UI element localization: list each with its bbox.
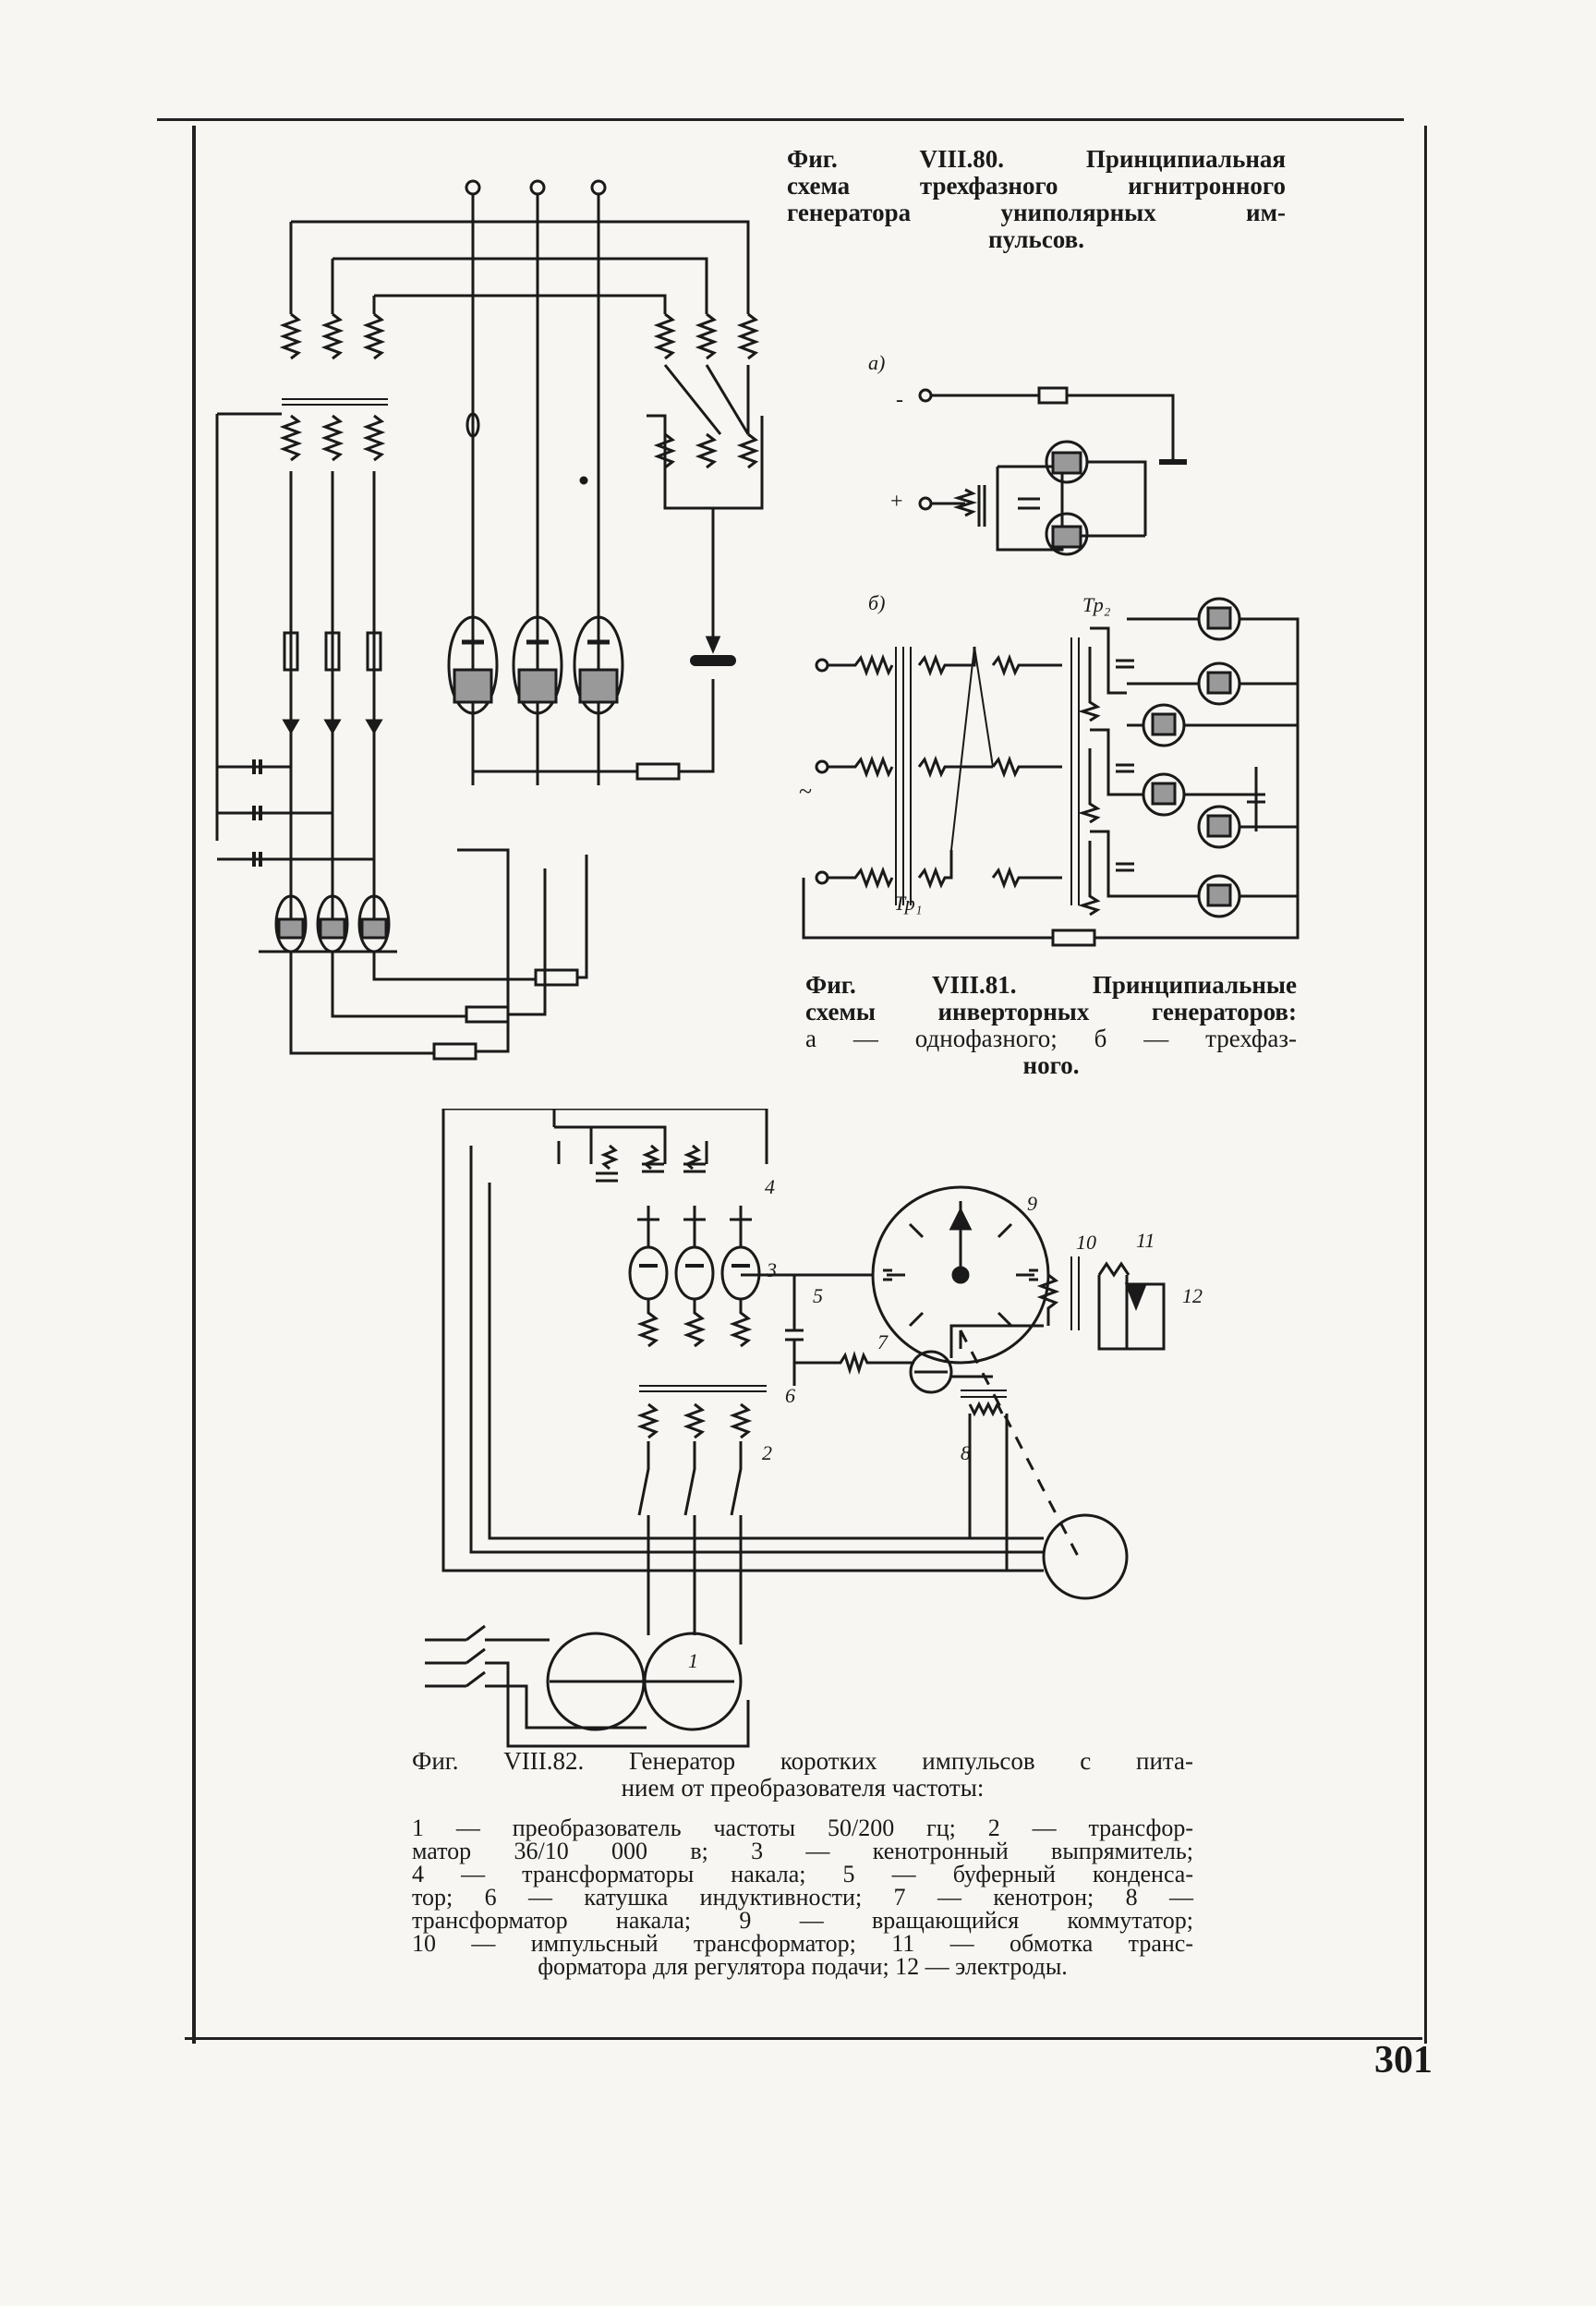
fig81-title-line-2: схемы инверторных генераторов:: [805, 998, 1297, 1026]
fig81-title-line-4: ного.: [1022, 1051, 1080, 1079]
fig82-short-pulse-generator-diagram: 5 6 3 4 2 7 8 9 10 11 12 1: [425, 1109, 1203, 1748]
fig82-title-line-1: Генератор коротких импульсов с пита-: [628, 1747, 1193, 1775]
fig82-legend-line-7: форматора для регулятора подачи; 12 — эл…: [538, 1953, 1068, 1980]
fig82-num-4: 4: [765, 1175, 775, 1198]
fig81-sub-a-label: а): [868, 351, 885, 374]
fig82-num-5: 5: [813, 1284, 823, 1307]
bottom-rule: [185, 2037, 1422, 2040]
svg-text:-: -: [896, 388, 903, 412]
fig82-num-12: 12: [1182, 1284, 1203, 1307]
fig82-num-6: 6: [785, 1384, 795, 1407]
fig80-title-line-3: генератора униполярных им-: [787, 199, 1286, 226]
svg-text:+: +: [890, 490, 903, 514]
fig81-caption: Фиг. VIII.81. Принципиальные схемы инвер…: [805, 972, 1297, 1079]
fig82-legend-line-5: трансформатор накала; 9 — вращающийся ко…: [412, 1907, 1193, 1934]
fig82-caption: Фиг. VIII.82. Генератор коротких импульс…: [412, 1748, 1193, 1802]
svg-text:~: ~: [799, 778, 812, 805]
fig82-num-11: 11: [1136, 1229, 1155, 1252]
fig82-legend-line-6: 10 — импульсный трансформатор; 11 — обмо…: [412, 1930, 1193, 1957]
fig81b-three-phase-inverter-diagram: б) Тр₂ Тр₁ ~: [799, 591, 1300, 947]
fig82-num-10: 10: [1076, 1231, 1096, 1254]
fig81-title-line-1: Принципиальные: [1092, 971, 1298, 999]
svg-text:~: ~: [526, 166, 539, 172]
top-rule: [157, 118, 1404, 121]
fig82-legend: 1 — преобразователь частоты 50/200 гц; 2…: [412, 1814, 1193, 1980]
fig80-caption: Фиг. VIII.80. Принципиальная схема трехф…: [787, 146, 1286, 253]
fig82-legend-line-1: 1 — преобразователь частоты 50/200 гц; 2…: [412, 1814, 1193, 1841]
page-frame: [192, 126, 1427, 2044]
fig80-title-line-1: Принципиальная: [1085, 145, 1287, 173]
fig81-tr2-label: Тр₂: [1082, 593, 1111, 616]
fig82-num-1: 1: [688, 1649, 698, 1672]
fig80-ignitron-circuit-diagram: ~: [215, 166, 764, 1061]
fig82-num-8: 8: [961, 1441, 971, 1464]
fig82-label: Фиг. VIII.82.: [412, 1747, 585, 1775]
fig82-num-2: 2: [762, 1441, 772, 1464]
fig81-sub-b-label: б): [868, 591, 885, 614]
fig82-num-7: 7: [877, 1330, 889, 1353]
page-number: 301: [1374, 2039, 1433, 2081]
fig80-title-line-4: пульсов.: [988, 225, 1084, 253]
fig82-title-line-2: нием от преобразователя частоты:: [621, 1774, 985, 1802]
fig82-num-9: 9: [1027, 1192, 1037, 1215]
fig80-title-line-2: схема трехфазного игнитронного: [787, 172, 1286, 200]
fig81-label: Фиг. VIII.81.: [805, 971, 1017, 999]
fig81a-single-phase-inverter-diagram: а) - +: [868, 351, 1187, 556]
fig81-tr1-label: Тр₁: [894, 892, 922, 915]
fig81-title-line-3: а — однофазного; б — трехфаз-: [805, 1025, 1297, 1052]
fig82-legend-line-2: матор 36/10 000 в; 3 — кенотронный выпря…: [412, 1838, 1193, 1864]
fig80-label: Фиг. VIII.80.: [787, 145, 1005, 173]
fig82-num-3: 3: [766, 1258, 777, 1281]
fig82-legend-line-3: 4 — трансформаторы накала; 5 — буферный …: [412, 1861, 1193, 1887]
fig82-legend-line-4: тор; 6 — катушка индуктивности; 7 — кено…: [412, 1884, 1193, 1911]
